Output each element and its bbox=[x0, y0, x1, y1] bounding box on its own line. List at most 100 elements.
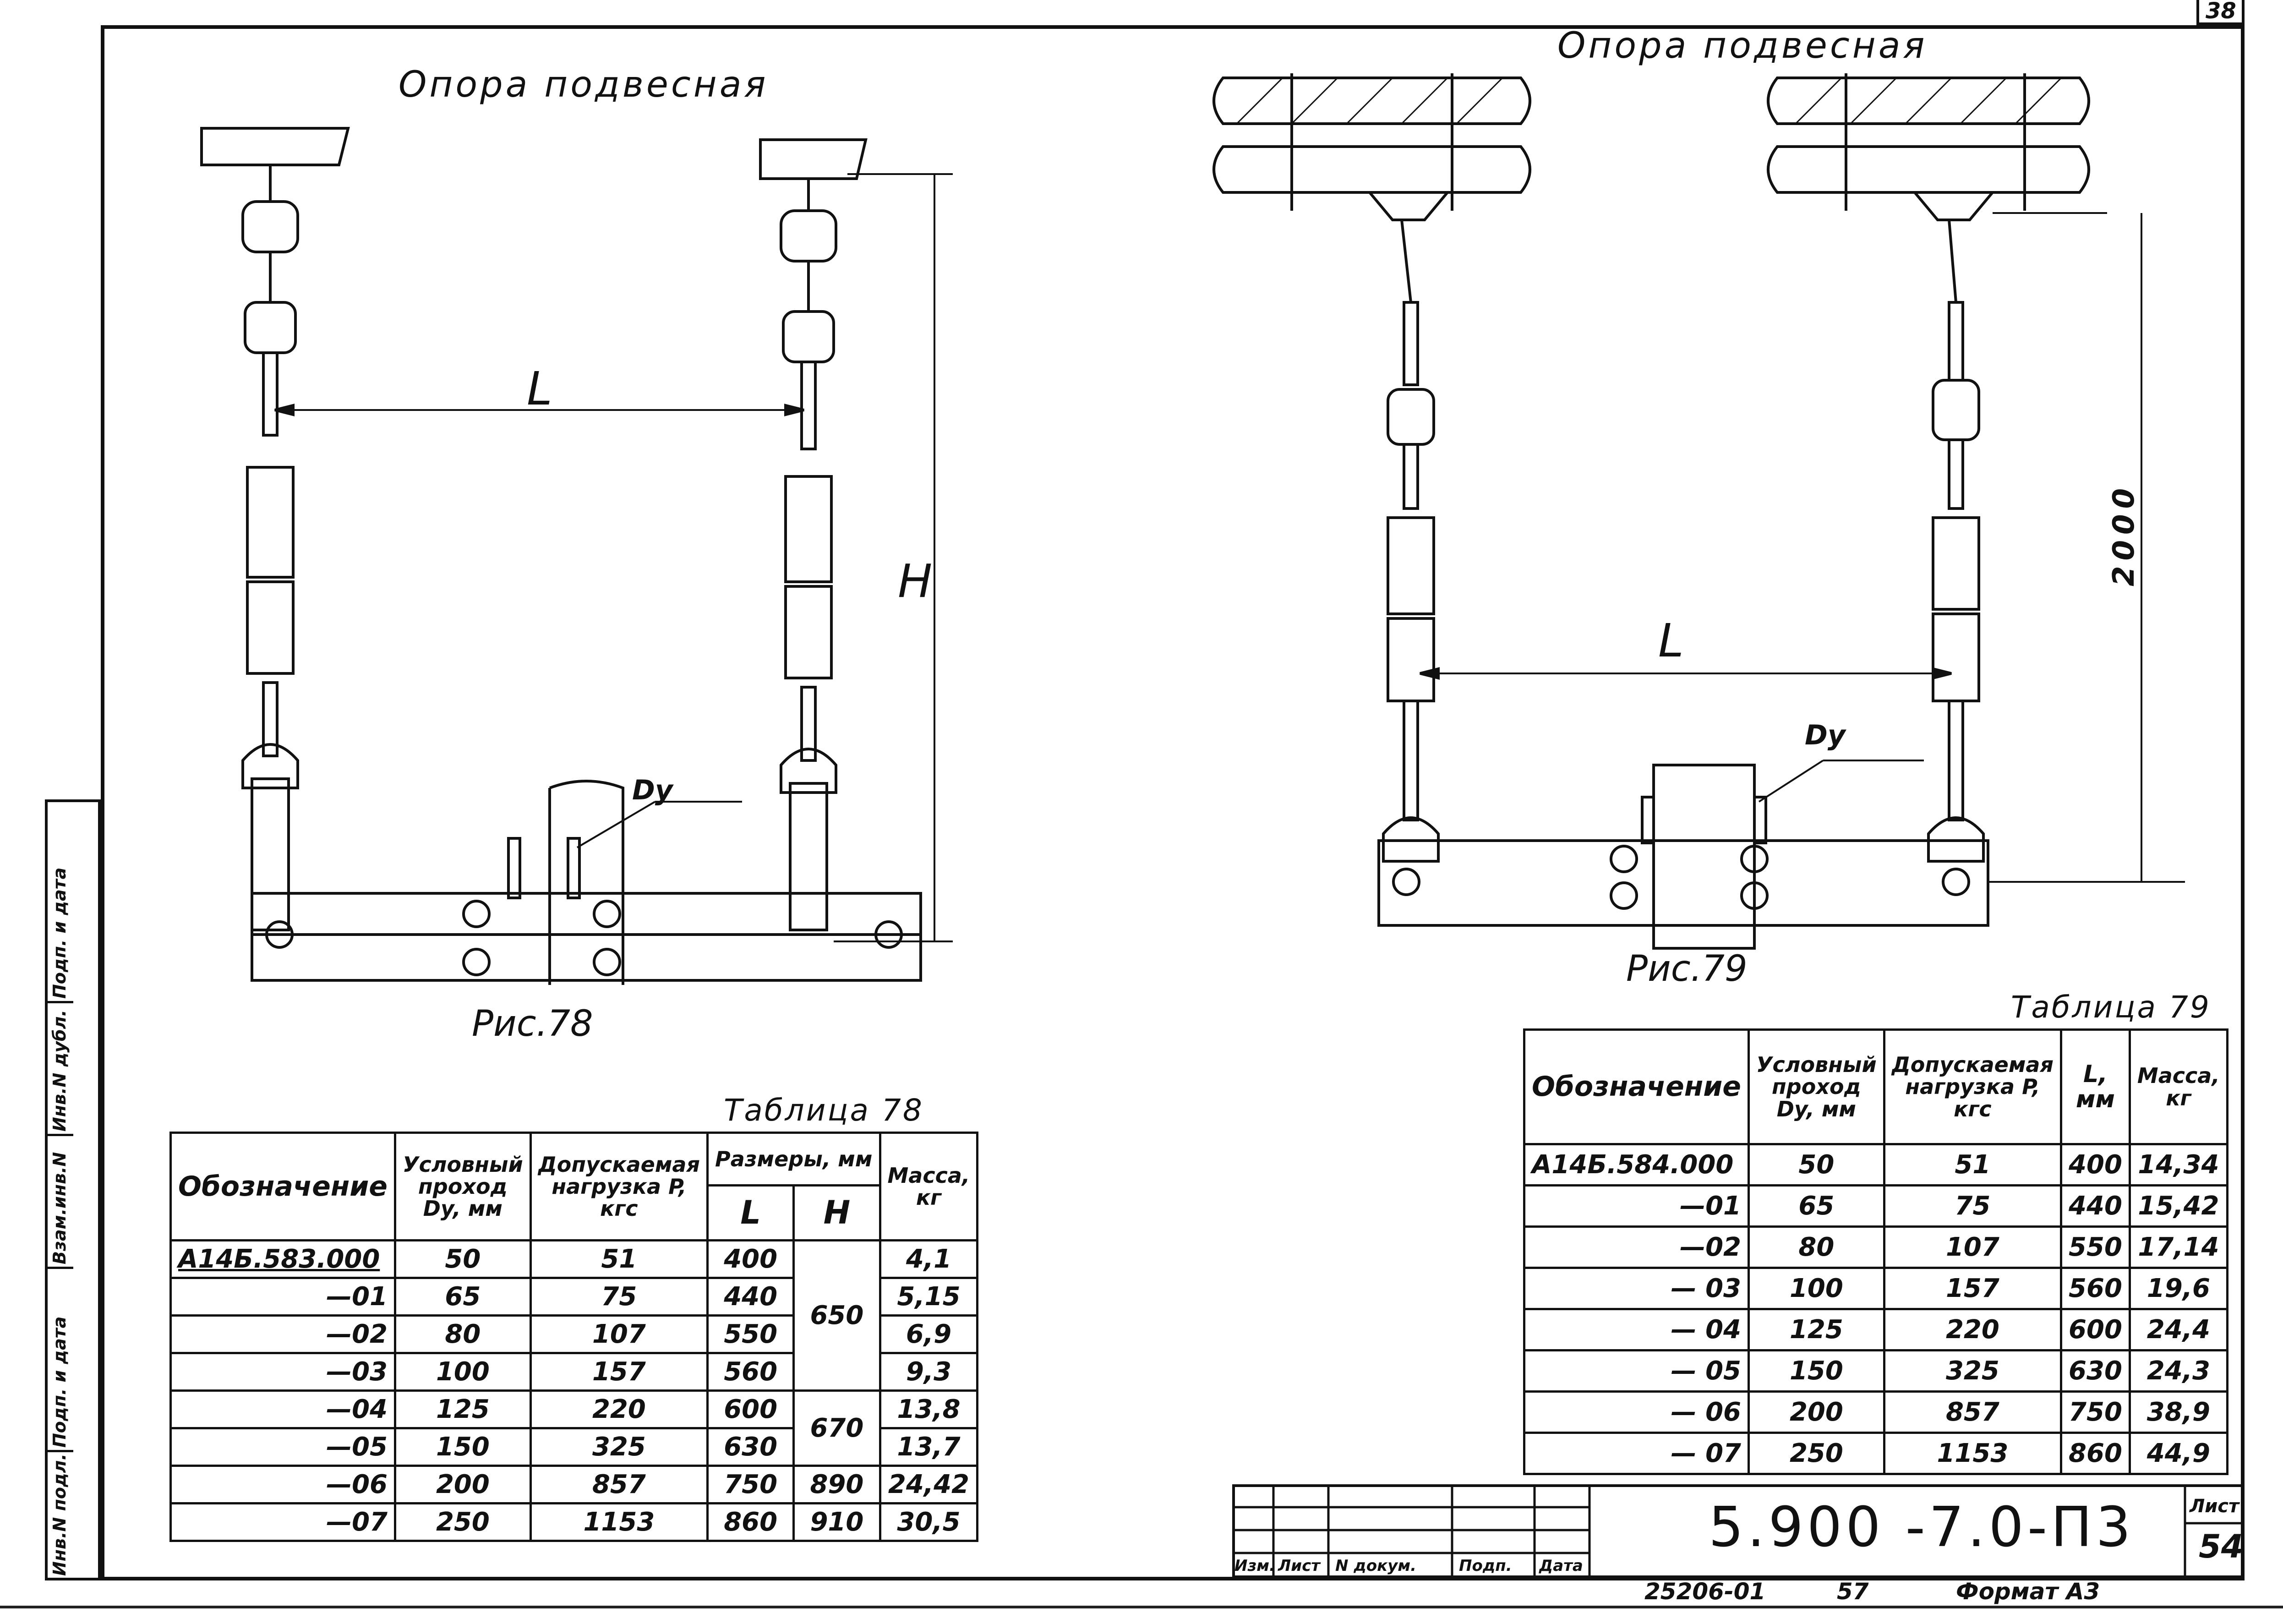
table79-cell-load: 1153 bbox=[1883, 1432, 2063, 1475]
table79-cell-load: 107 bbox=[1883, 1225, 2063, 1269]
table79-cell-load: 75 bbox=[1883, 1184, 2063, 1228]
table78-cell-dn: 50 bbox=[394, 1239, 532, 1279]
table78-cell-dn: 125 bbox=[394, 1389, 532, 1429]
table79-cell-L: 750 bbox=[2060, 1390, 2131, 1434]
table79-cell-load: 51 bbox=[1883, 1143, 2063, 1187]
table78-cell-L: 600 bbox=[706, 1389, 795, 1429]
table79-cell-dn: 150 bbox=[1748, 1349, 1885, 1393]
table78-cell-mass: 13,8 bbox=[879, 1389, 979, 1429]
side-label-vzam-inv: Взам.инв.N bbox=[49, 1152, 70, 1264]
table78-header-mass: Масса, кг bbox=[879, 1132, 979, 1241]
side-label-inv-dubl: Инв.N дубл. bbox=[49, 1010, 70, 1132]
table79-cell-mass: 24,4 bbox=[2128, 1308, 2228, 1351]
title-col-izm: Изм. bbox=[1234, 1557, 1275, 1575]
table78-cell-des: —06 bbox=[169, 1465, 397, 1504]
title-block-grid bbox=[1232, 1484, 2245, 1578]
table79-cell-dn: 125 bbox=[1748, 1308, 1885, 1351]
table79-cell-des: —02 bbox=[1523, 1225, 1750, 1269]
table79-header-dn: Условный проход Dy, мм bbox=[1748, 1028, 1885, 1145]
table78-cell-L: 440 bbox=[706, 1277, 795, 1317]
table79-cell-L: 560 bbox=[2060, 1267, 2131, 1310]
table78-cell-dn: 80 bbox=[394, 1314, 532, 1354]
side-stamp-cell bbox=[45, 1003, 73, 1136]
table79-header-load: Допускаемая нагрузка P, кгс bbox=[1883, 1028, 2063, 1145]
table78-cell-load: 107 bbox=[529, 1314, 709, 1354]
table-row: —07 250 1153 860 910 30,5 bbox=[169, 1502, 979, 1542]
table78-header-sizes: Размеры, мм bbox=[706, 1132, 881, 1187]
table78-cell-load: 220 bbox=[529, 1389, 709, 1429]
bottom-border-line bbox=[0, 1606, 2283, 1608]
table78-cell-load: 75 bbox=[529, 1277, 709, 1317]
corner-sheet-number: 38 bbox=[2206, 0, 2236, 24]
right-figure-title: Опора подвесная bbox=[1557, 25, 1928, 66]
table78-cell-load: 325 bbox=[529, 1427, 709, 1467]
table78-cell-mass: 5,15 bbox=[879, 1277, 979, 1317]
table79-cell-L: 440 bbox=[2060, 1184, 2131, 1228]
table-row: — 06 200 857 750 38,9 bbox=[1523, 1390, 2228, 1434]
table79-cell-load: 157 bbox=[1883, 1267, 2063, 1310]
table78-cell-des: —02 bbox=[169, 1314, 397, 1354]
table78-header-load: Допускаемая нагрузка P, кгс bbox=[529, 1132, 709, 1241]
table78-cell-L: 550 bbox=[706, 1314, 795, 1354]
side-stamp-cell bbox=[45, 1269, 73, 1452]
sheet-label: Лист bbox=[2190, 1496, 2239, 1517]
table78-cell-L: 750 bbox=[706, 1465, 795, 1504]
table-row: — 07 250 1153 860 44,9 bbox=[1523, 1432, 2228, 1475]
footer-number: 57 bbox=[1837, 1578, 1869, 1605]
left-dim-L-label: L bbox=[527, 362, 552, 416]
table78-cell-mass: 24,42 bbox=[879, 1465, 979, 1504]
table-row: —01 65 75 440 15,42 bbox=[1523, 1184, 2228, 1228]
table79-cell-mass: 19,6 bbox=[2128, 1267, 2228, 1310]
table79-cell-des: — 04 bbox=[1523, 1308, 1750, 1351]
table79-cell-des: — 07 bbox=[1523, 1432, 1750, 1475]
table79-cell-mass: 38,9 bbox=[2128, 1390, 2228, 1434]
right-dim-L-label: L bbox=[1658, 614, 1684, 667]
table78-cell-load: 51 bbox=[529, 1239, 709, 1279]
table-row: —03 100 157 560 9,3 bbox=[169, 1352, 979, 1392]
table78-cell-dn: 150 bbox=[394, 1427, 532, 1467]
left-dy-label: Dy bbox=[632, 774, 673, 806]
table78-cell-load: 857 bbox=[529, 1465, 709, 1504]
table-row: — 05 150 325 630 24,3 bbox=[1523, 1349, 2228, 1393]
title-col-data: Дата bbox=[1539, 1557, 1583, 1575]
right-figure-drawing bbox=[1213, 73, 2185, 950]
table78-cell-des: —07 bbox=[169, 1502, 397, 1542]
right-dy-label: Dy bbox=[1805, 719, 1846, 751]
format-label: Формат А3 bbox=[1956, 1578, 2100, 1605]
table-row: А14Б.583.000 50 51 400 650 4,1 bbox=[169, 1239, 979, 1392]
table78-cell-mass: 30,5 bbox=[879, 1502, 979, 1542]
table78-cell-H: 910 bbox=[792, 1502, 881, 1542]
table78-caption: Таблица 78 bbox=[724, 1093, 924, 1128]
table79-cell-des: — 06 bbox=[1523, 1390, 1750, 1434]
table-row: —01 65 75 440 5,15 bbox=[169, 1277, 979, 1317]
table78-subheader-row: L H bbox=[171, 1184, 978, 1241]
table78-header-L: L bbox=[706, 1184, 795, 1241]
side-label-podp-data-1: Подп. и дата bbox=[49, 1316, 70, 1448]
table79-cell-L: 600 bbox=[2060, 1308, 2131, 1351]
table79-cell-L: 860 bbox=[2060, 1432, 2131, 1475]
left-figure-caption: Рис.78 bbox=[472, 1003, 593, 1044]
right-figure-caption: Рис.79 bbox=[1626, 948, 1748, 990]
title-col-podp: Подп. bbox=[1459, 1557, 1512, 1575]
table78-cell-L: 560 bbox=[706, 1352, 795, 1392]
table78-cell-load: 157 bbox=[529, 1352, 709, 1392]
side-stamp-cell bbox=[45, 1136, 73, 1269]
table78-cell-H-group1: 650 bbox=[792, 1239, 881, 1392]
table78-cell-dn: 65 bbox=[394, 1277, 532, 1317]
corner-sheet-box: 38 bbox=[2196, 0, 2245, 25]
table-row: —02 80 107 550 6,9 bbox=[169, 1314, 979, 1354]
table78-cell-L: 630 bbox=[706, 1427, 795, 1467]
table78-cell-des: —01 bbox=[169, 1277, 397, 1317]
table79-caption: Таблица 79 bbox=[2011, 990, 2211, 1025]
table-row: — 03 100 157 560 19,6 bbox=[1523, 1267, 2228, 1310]
table78-cell-mass: 6,9 bbox=[879, 1314, 979, 1354]
table79-cell-dn: 65 bbox=[1748, 1184, 1885, 1228]
table79-header-L: L, мм bbox=[2060, 1028, 2131, 1145]
table78-cell-des: —04 bbox=[169, 1389, 397, 1429]
right-dim-2000-label: 2000 bbox=[2107, 482, 2141, 586]
table79-cell-dn: 50 bbox=[1748, 1143, 1885, 1187]
side-stamp-strip bbox=[45, 799, 101, 1580]
table78-header-dn: Условный проход Dy, мм bbox=[394, 1132, 532, 1241]
side-label-inv-podl: Инв.N подл. bbox=[49, 1454, 70, 1576]
table79-cell-mass: 15,42 bbox=[2128, 1184, 2228, 1228]
